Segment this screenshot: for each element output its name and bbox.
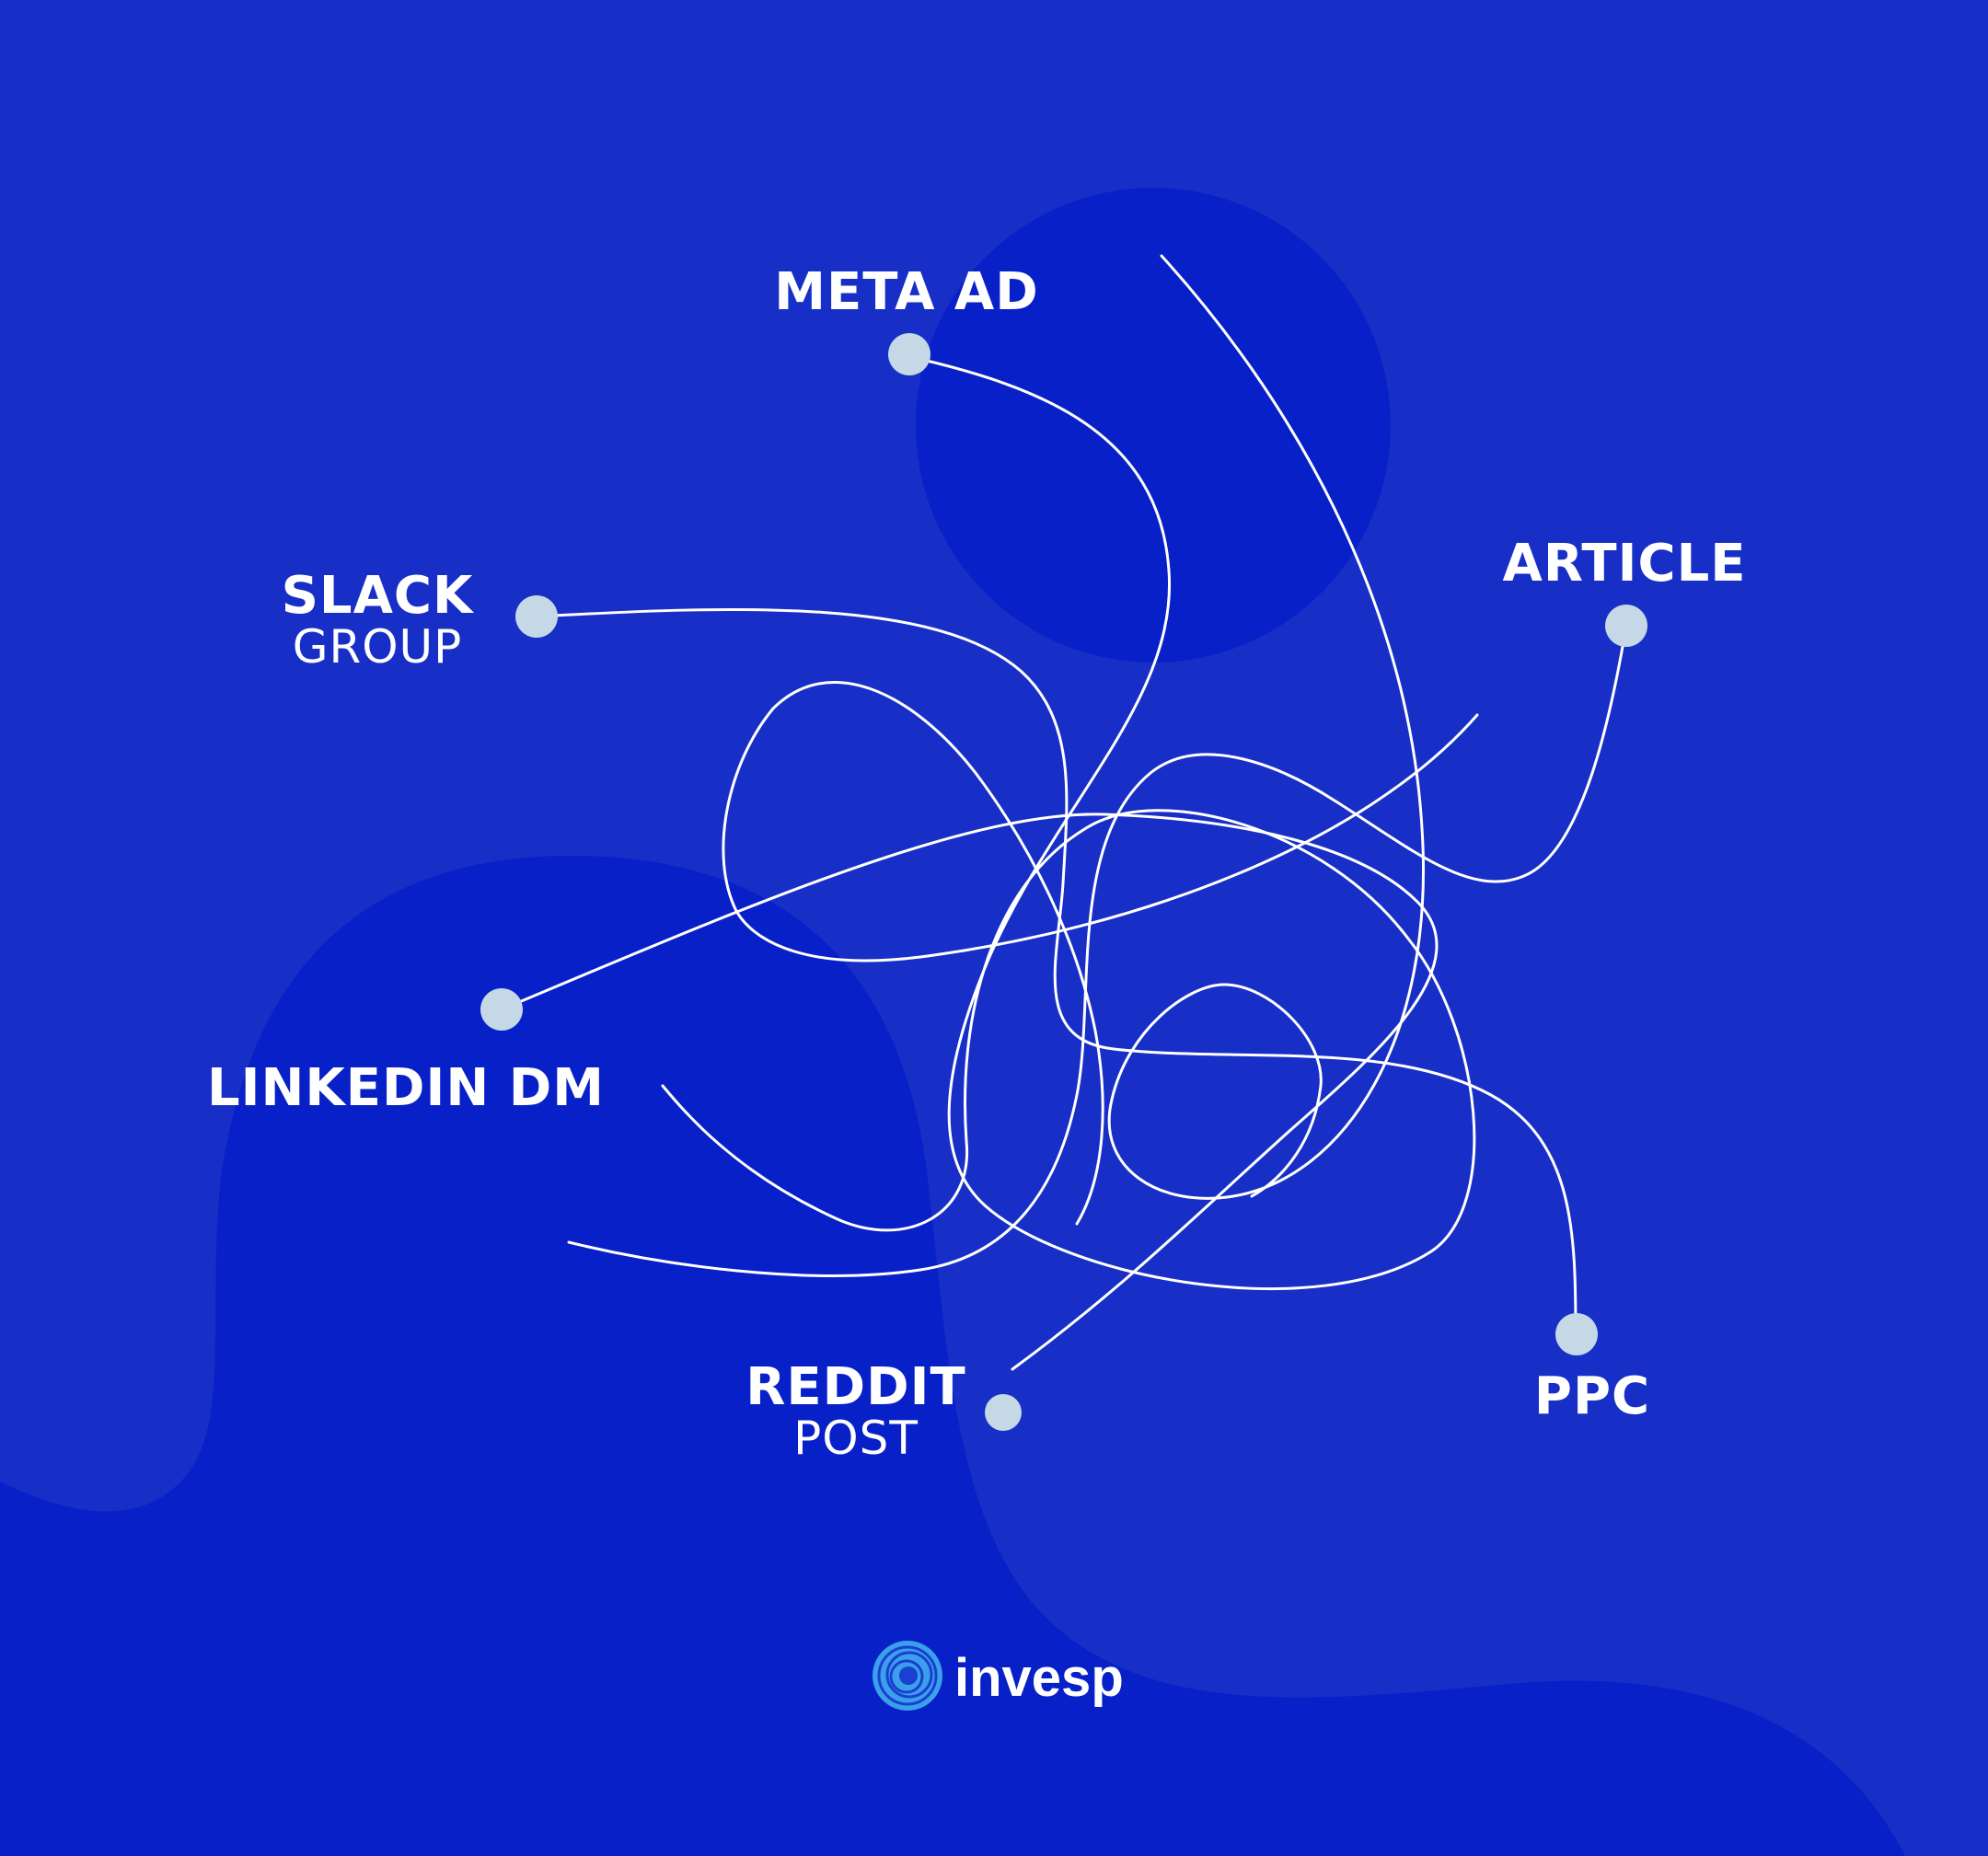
brand-logo: invesp bbox=[870, 1638, 1127, 1713]
background-wave bbox=[0, 856, 1905, 1856]
line-linkedin-dm bbox=[500, 813, 1439, 1371]
node-meta-ad[interactable] bbox=[888, 333, 930, 375]
node-title: META AD bbox=[774, 262, 1039, 322]
background-shapes bbox=[0, 188, 1905, 1856]
node-subtitle: POST bbox=[793, 1412, 919, 1465]
label-linkedin-dm: LINKEDIN DM bbox=[207, 1058, 605, 1118]
connector-lines bbox=[500, 254, 1628, 1371]
concentric-circles-icon bbox=[873, 1641, 942, 1711]
diagram-nodes bbox=[480, 333, 1647, 1431]
line-slack-group bbox=[535, 607, 1578, 1336]
line-article bbox=[567, 624, 1628, 1277]
node-title: ARTICLE bbox=[1502, 534, 1747, 594]
node-title: LINKEDIN DM bbox=[207, 1058, 605, 1118]
node-title: PPC bbox=[1533, 1366, 1651, 1426]
node-reddit-post[interactable] bbox=[985, 1394, 1022, 1431]
brand-name: invesp bbox=[954, 1648, 1124, 1708]
node-title: REDDIT bbox=[746, 1357, 966, 1417]
line-loop-center bbox=[1107, 254, 1425, 1200]
node-article[interactable] bbox=[1605, 605, 1647, 647]
node-subtitle: GROUP bbox=[292, 620, 463, 674]
label-meta-ad: META AD bbox=[755, 267, 1058, 318]
label-slack-group: SLACK GROUP bbox=[267, 566, 488, 674]
background-circle bbox=[916, 188, 1391, 663]
node-ppc[interactable] bbox=[1555, 1313, 1598, 1355]
label-article: ARTICLE bbox=[1491, 538, 1758, 590]
line-meta-ad bbox=[661, 355, 1476, 1290]
label-ppc: PPC bbox=[1519, 1371, 1666, 1423]
label-reddit-post: REDDIT POST bbox=[736, 1357, 976, 1465]
node-title: SLACK bbox=[281, 566, 474, 626]
line-loop-left bbox=[722, 680, 1479, 1226]
node-slack-group[interactable] bbox=[515, 595, 558, 638]
node-linkedin-dm[interactable] bbox=[480, 988, 523, 1031]
